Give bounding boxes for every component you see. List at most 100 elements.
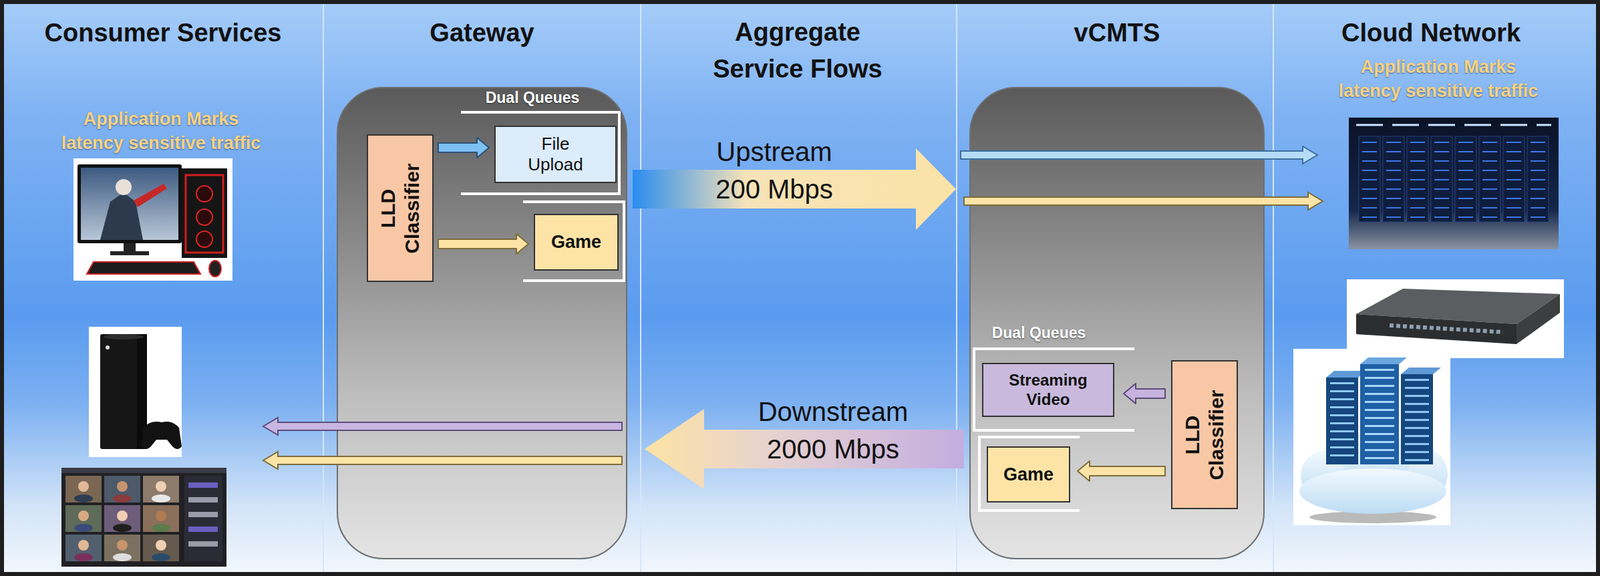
video-call-picture: [78, 510, 89, 522]
video-call-picture: [151, 523, 171, 532]
video-call-picture: [155, 481, 167, 492]
column-divider: [955, 4, 958, 572]
gaming-pc-picture: [100, 192, 143, 240]
server-room-picture: [1455, 136, 1477, 222]
video-call-picture: [116, 539, 128, 551]
gaming-pc-picture: [209, 260, 222, 277]
classifier-arrow: [1123, 383, 1166, 404]
flow-rate-label: Upstream 200 Mbps: [700, 132, 848, 208]
server-room-picture: [1530, 141, 1546, 218]
cloud-servers-picture: [1364, 368, 1395, 461]
video-call-picture: [155, 510, 167, 522]
queue-label: File Upload: [519, 133, 593, 176]
flow-arrow: [964, 192, 1323, 210]
flow-arrow: [960, 146, 1318, 164]
gaming-pc-picture: [196, 209, 213, 226]
cloud-servers-picture: [1360, 364, 1399, 465]
console-picture: [103, 334, 144, 340]
video-call-picture: [61, 467, 227, 473]
label-slot: Cloud Network: [1277, 17, 1585, 49]
cloud-servers-picture: [1300, 450, 1352, 502]
column-heading: Consumer Services: [6, 17, 320, 49]
queue-group-label: Dual Queues: [458, 88, 606, 107]
console-picture: [141, 421, 182, 449]
queue-bracket: [979, 436, 1080, 511]
classifier-box: LLD Classifier: [1171, 360, 1238, 510]
video-call-picture: [112, 553, 132, 562]
server-room-picture: [1482, 141, 1498, 218]
server-room-picture: [1348, 117, 1559, 250]
video-call-picture: [78, 539, 89, 551]
gaming-pc-picture: [73, 158, 233, 281]
video-call-picture: [151, 494, 171, 503]
video-call-picture: [116, 481, 128, 492]
server-room-picture: [1362, 141, 1377, 218]
server-room-picture: [1382, 136, 1405, 222]
label-slot: Aggregate Service Flows: [697, 14, 898, 88]
server-room-picture: [1386, 141, 1401, 218]
server-room-picture: [1348, 117, 1559, 250]
cloud-servers-picture: [1342, 427, 1410, 495]
video-call-picture: [151, 553, 171, 562]
queue-label: Game: [551, 231, 602, 253]
video-call-picture: [188, 526, 218, 532]
video-call-picture: [116, 510, 128, 522]
label-slot: Dual Queues: [458, 88, 606, 107]
gaming-pc-picture: [123, 243, 136, 253]
video-call-picture: [61, 467, 227, 567]
gaming-pc-picture: [133, 183, 168, 208]
queue-label: Streaming Video: [998, 370, 1099, 410]
queue-box: Game: [986, 446, 1071, 503]
video-call-picture: [188, 541, 218, 547]
video-call-picture: [104, 534, 141, 562]
classifier-arrow: [438, 137, 490, 158]
flow-arrow: [263, 451, 622, 469]
console-picture: [88, 326, 182, 457]
gaming-pc-picture: [77, 164, 182, 244]
cloud-servers-picture: [1330, 382, 1355, 461]
video-call-picture: [188, 511, 218, 518]
server-room-picture: [1410, 141, 1425, 218]
gateway-box: GatewayLLD ClassifierFile UploadGame: [336, 86, 628, 560]
column-heading: Cloud Network: [1277, 17, 1585, 49]
video-call-picture: [142, 475, 180, 503]
queue-label: Game: [1003, 463, 1054, 486]
switch-picture: [1389, 325, 1504, 333]
video-call-picture: [65, 505, 102, 532]
video-call-picture: [188, 497, 218, 503]
cloud-servers-picture: [1326, 370, 1367, 378]
cloud-servers-picture: [1293, 348, 1451, 526]
label-slot: Consumer Services: [6, 17, 320, 49]
server-room-picture: [1434, 141, 1450, 218]
classifier-box: LLD Classifier: [366, 134, 434, 282]
gaming-pc-picture: [115, 179, 132, 196]
label-slot: Application Marks latency sensitive traf…: [56, 106, 267, 155]
switch-picture: [1356, 288, 1560, 325]
server-room-picture: [1458, 141, 1474, 218]
switch-picture: [1356, 313, 1517, 345]
marking-note: Application Marks latency sensitive traf…: [1333, 54, 1544, 103]
gaming-pc-picture: [86, 261, 201, 274]
queue-group-label: Dual Queues: [965, 323, 1113, 343]
cloud-servers-picture: [1400, 374, 1433, 465]
cloud-servers-picture: [1326, 377, 1359, 465]
gaming-pc-picture: [196, 231, 213, 248]
queue-box: Streaming Video: [982, 362, 1115, 418]
server-room-picture: [1503, 136, 1525, 222]
video-call-picture: [142, 505, 180, 532]
classifier-arrow: [1077, 460, 1166, 482]
video-call-picture: [74, 523, 93, 532]
gaming-pc-picture: [196, 185, 213, 202]
video-call-picture: [74, 494, 93, 503]
gaming-pc-picture: [73, 158, 233, 281]
flow-rate-label: Downstream 2000 Mbps: [752, 392, 914, 468]
switch-picture: [1346, 279, 1564, 359]
column-heading: Gateway: [338, 17, 626, 49]
server-room-picture: [1506, 141, 1522, 218]
column-divider: [1272, 4, 1274, 572]
cloud-servers-picture: [1404, 378, 1429, 461]
gaming-pc-picture: [181, 168, 228, 258]
video-call-picture: [155, 539, 167, 551]
